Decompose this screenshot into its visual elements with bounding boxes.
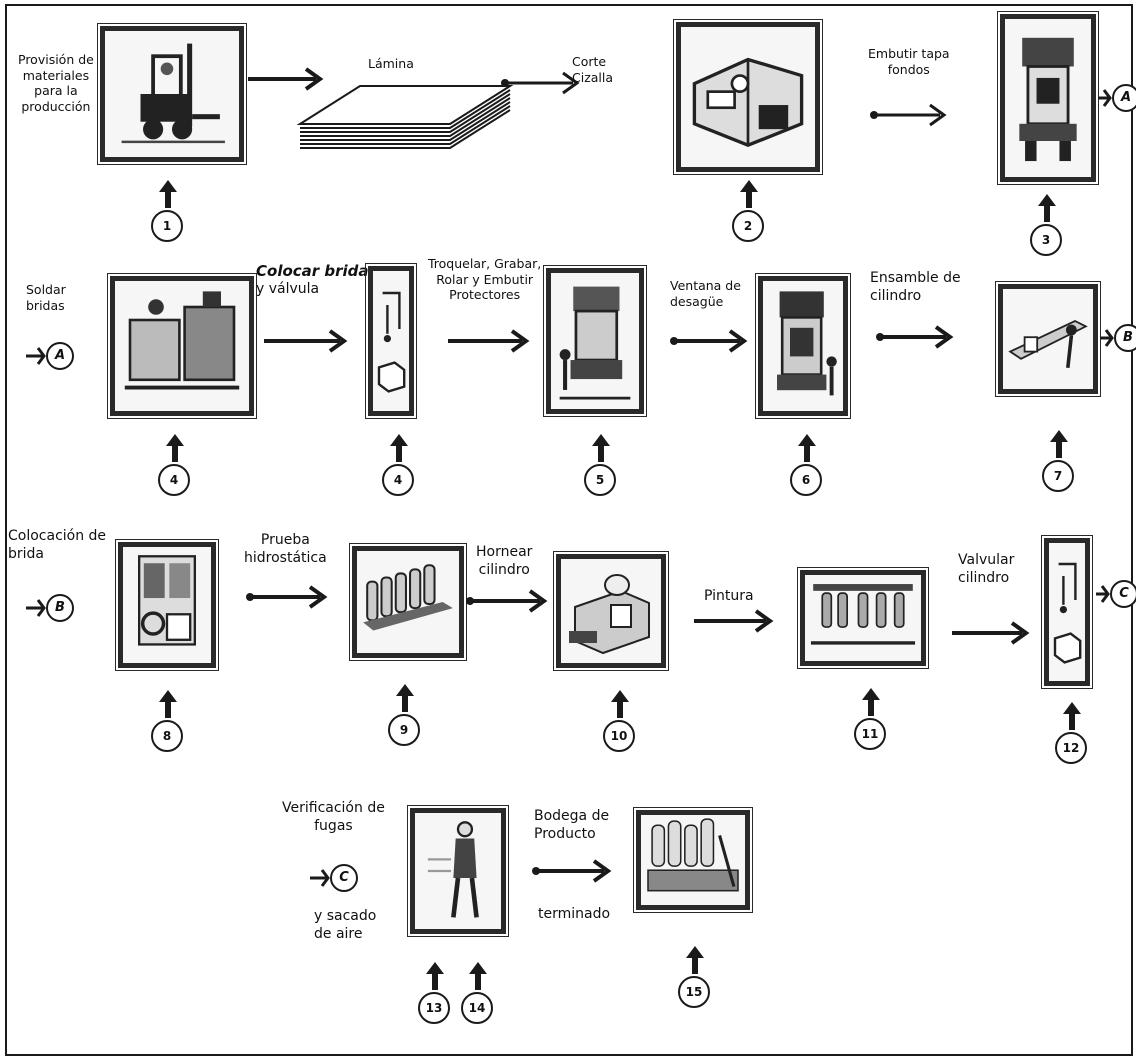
step-marker-2: 2 xyxy=(732,180,766,242)
label-terminado: terminado xyxy=(538,906,610,924)
worker-icon xyxy=(415,813,501,929)
cylinder-rack-icon xyxy=(357,551,459,653)
arrow-to-hydro-test xyxy=(244,584,330,610)
step-marker-7: 7 xyxy=(1042,430,1076,492)
connector-b-out: B xyxy=(1100,322,1136,354)
step-marker-1: 1 xyxy=(151,180,185,242)
step-marker-4b: 4 xyxy=(382,434,416,496)
oven-picture xyxy=(556,554,666,668)
step-marker-8: 8 xyxy=(151,690,185,752)
label-colocar-brida: Colocar brida y válvula xyxy=(256,262,369,298)
label-valvular: Valvular cilindro xyxy=(958,552,1014,587)
welding-station-icon xyxy=(115,281,249,411)
step-marker-11: 11 xyxy=(854,688,888,750)
flange-station-icon xyxy=(123,547,211,663)
label-colocacion: Colocación de brida xyxy=(8,528,106,563)
press-machine-icon xyxy=(1005,19,1091,177)
step-marker-9: 9 xyxy=(388,684,422,746)
label-embutir: Embutir tapa fondos xyxy=(868,46,950,77)
arrow-to-stamping xyxy=(446,328,532,354)
step-marker-5: 5 xyxy=(584,434,618,496)
label-pintura: Pintura xyxy=(704,588,754,606)
label-hornear: Hornear cilindro xyxy=(476,544,532,579)
label-corte: Corte Cizalla xyxy=(572,54,613,85)
arrow-to-paint xyxy=(692,608,776,634)
shear-machine-icon xyxy=(681,27,815,167)
label-lamina: Lámina xyxy=(368,56,414,72)
oven-icon xyxy=(561,559,661,663)
sheet-stack-picture xyxy=(290,78,520,160)
step-marker-10: 10 xyxy=(603,690,637,752)
press-machine-picture-1 xyxy=(1000,14,1096,182)
label-provision: Provisión de materiales para la producci… xyxy=(18,52,94,115)
cylinder-stock-icon xyxy=(641,815,745,905)
press-machine-icon xyxy=(551,273,639,409)
shear-machine-picture xyxy=(676,22,820,172)
arrow-to-oven xyxy=(466,588,550,614)
arrow-to-assembly xyxy=(874,324,956,350)
assembly-icon xyxy=(1003,289,1093,389)
step-marker-12: 12 xyxy=(1055,702,1089,764)
connector-b-in: B xyxy=(26,592,76,624)
arrow-to-valve xyxy=(262,328,350,354)
warehouse-picture xyxy=(636,810,750,910)
arrow-to-valve-station xyxy=(950,620,1032,646)
valve-icon xyxy=(1049,543,1085,681)
step-marker-3: 3 xyxy=(1030,194,1064,256)
press-machine-picture-2 xyxy=(546,268,644,414)
step-marker-14: 14 xyxy=(461,962,495,1024)
connector-a-out: A xyxy=(1098,82,1136,114)
hydrostatic-test-picture xyxy=(352,546,464,658)
label-prueba: Prueba hidrostática xyxy=(244,532,327,567)
arrow-to-drain-press xyxy=(668,328,750,354)
label-soldar: Soldar bridas xyxy=(26,282,66,313)
forklift-icon xyxy=(105,31,239,157)
paint-line-icon xyxy=(805,575,921,661)
label-troquelar: Troquelar, Grabar, Rolar y Embutir Prote… xyxy=(428,256,541,303)
forklift-picture xyxy=(100,26,244,162)
connector-c-out: C xyxy=(1096,578,1136,610)
label-bodega: Bodega de Producto xyxy=(534,808,609,843)
step-marker-13: 13 xyxy=(418,962,452,1024)
arrow-to-press xyxy=(866,102,952,128)
press-machine-icon xyxy=(763,281,843,411)
connector-c-in: C xyxy=(310,862,360,894)
connector-a-in: A xyxy=(26,340,76,372)
arrow-to-warehouse xyxy=(530,858,614,884)
leak-check-picture xyxy=(410,808,506,934)
label-ventana: Ventana de desagüe xyxy=(670,278,741,309)
paint-line-picture xyxy=(800,570,926,666)
step-marker-6: 6 xyxy=(790,434,824,496)
label-sacado: y sacado de aire xyxy=(314,908,376,943)
assembly-picture xyxy=(998,284,1098,394)
valve-station-picture-2 xyxy=(1044,538,1090,686)
label-ensamble: Ensamble de cilindro xyxy=(870,270,961,305)
valve-icon xyxy=(373,271,409,411)
valve-station-picture-1 xyxy=(368,266,414,416)
flange-station-picture xyxy=(118,542,216,668)
step-marker-15: 15 xyxy=(678,946,712,1008)
step-marker-4a: 4 xyxy=(158,434,192,496)
label-verificacion: Verificación de fugas xyxy=(282,800,385,835)
welding-station-picture xyxy=(110,276,254,416)
press-machine-picture-3 xyxy=(758,276,848,416)
